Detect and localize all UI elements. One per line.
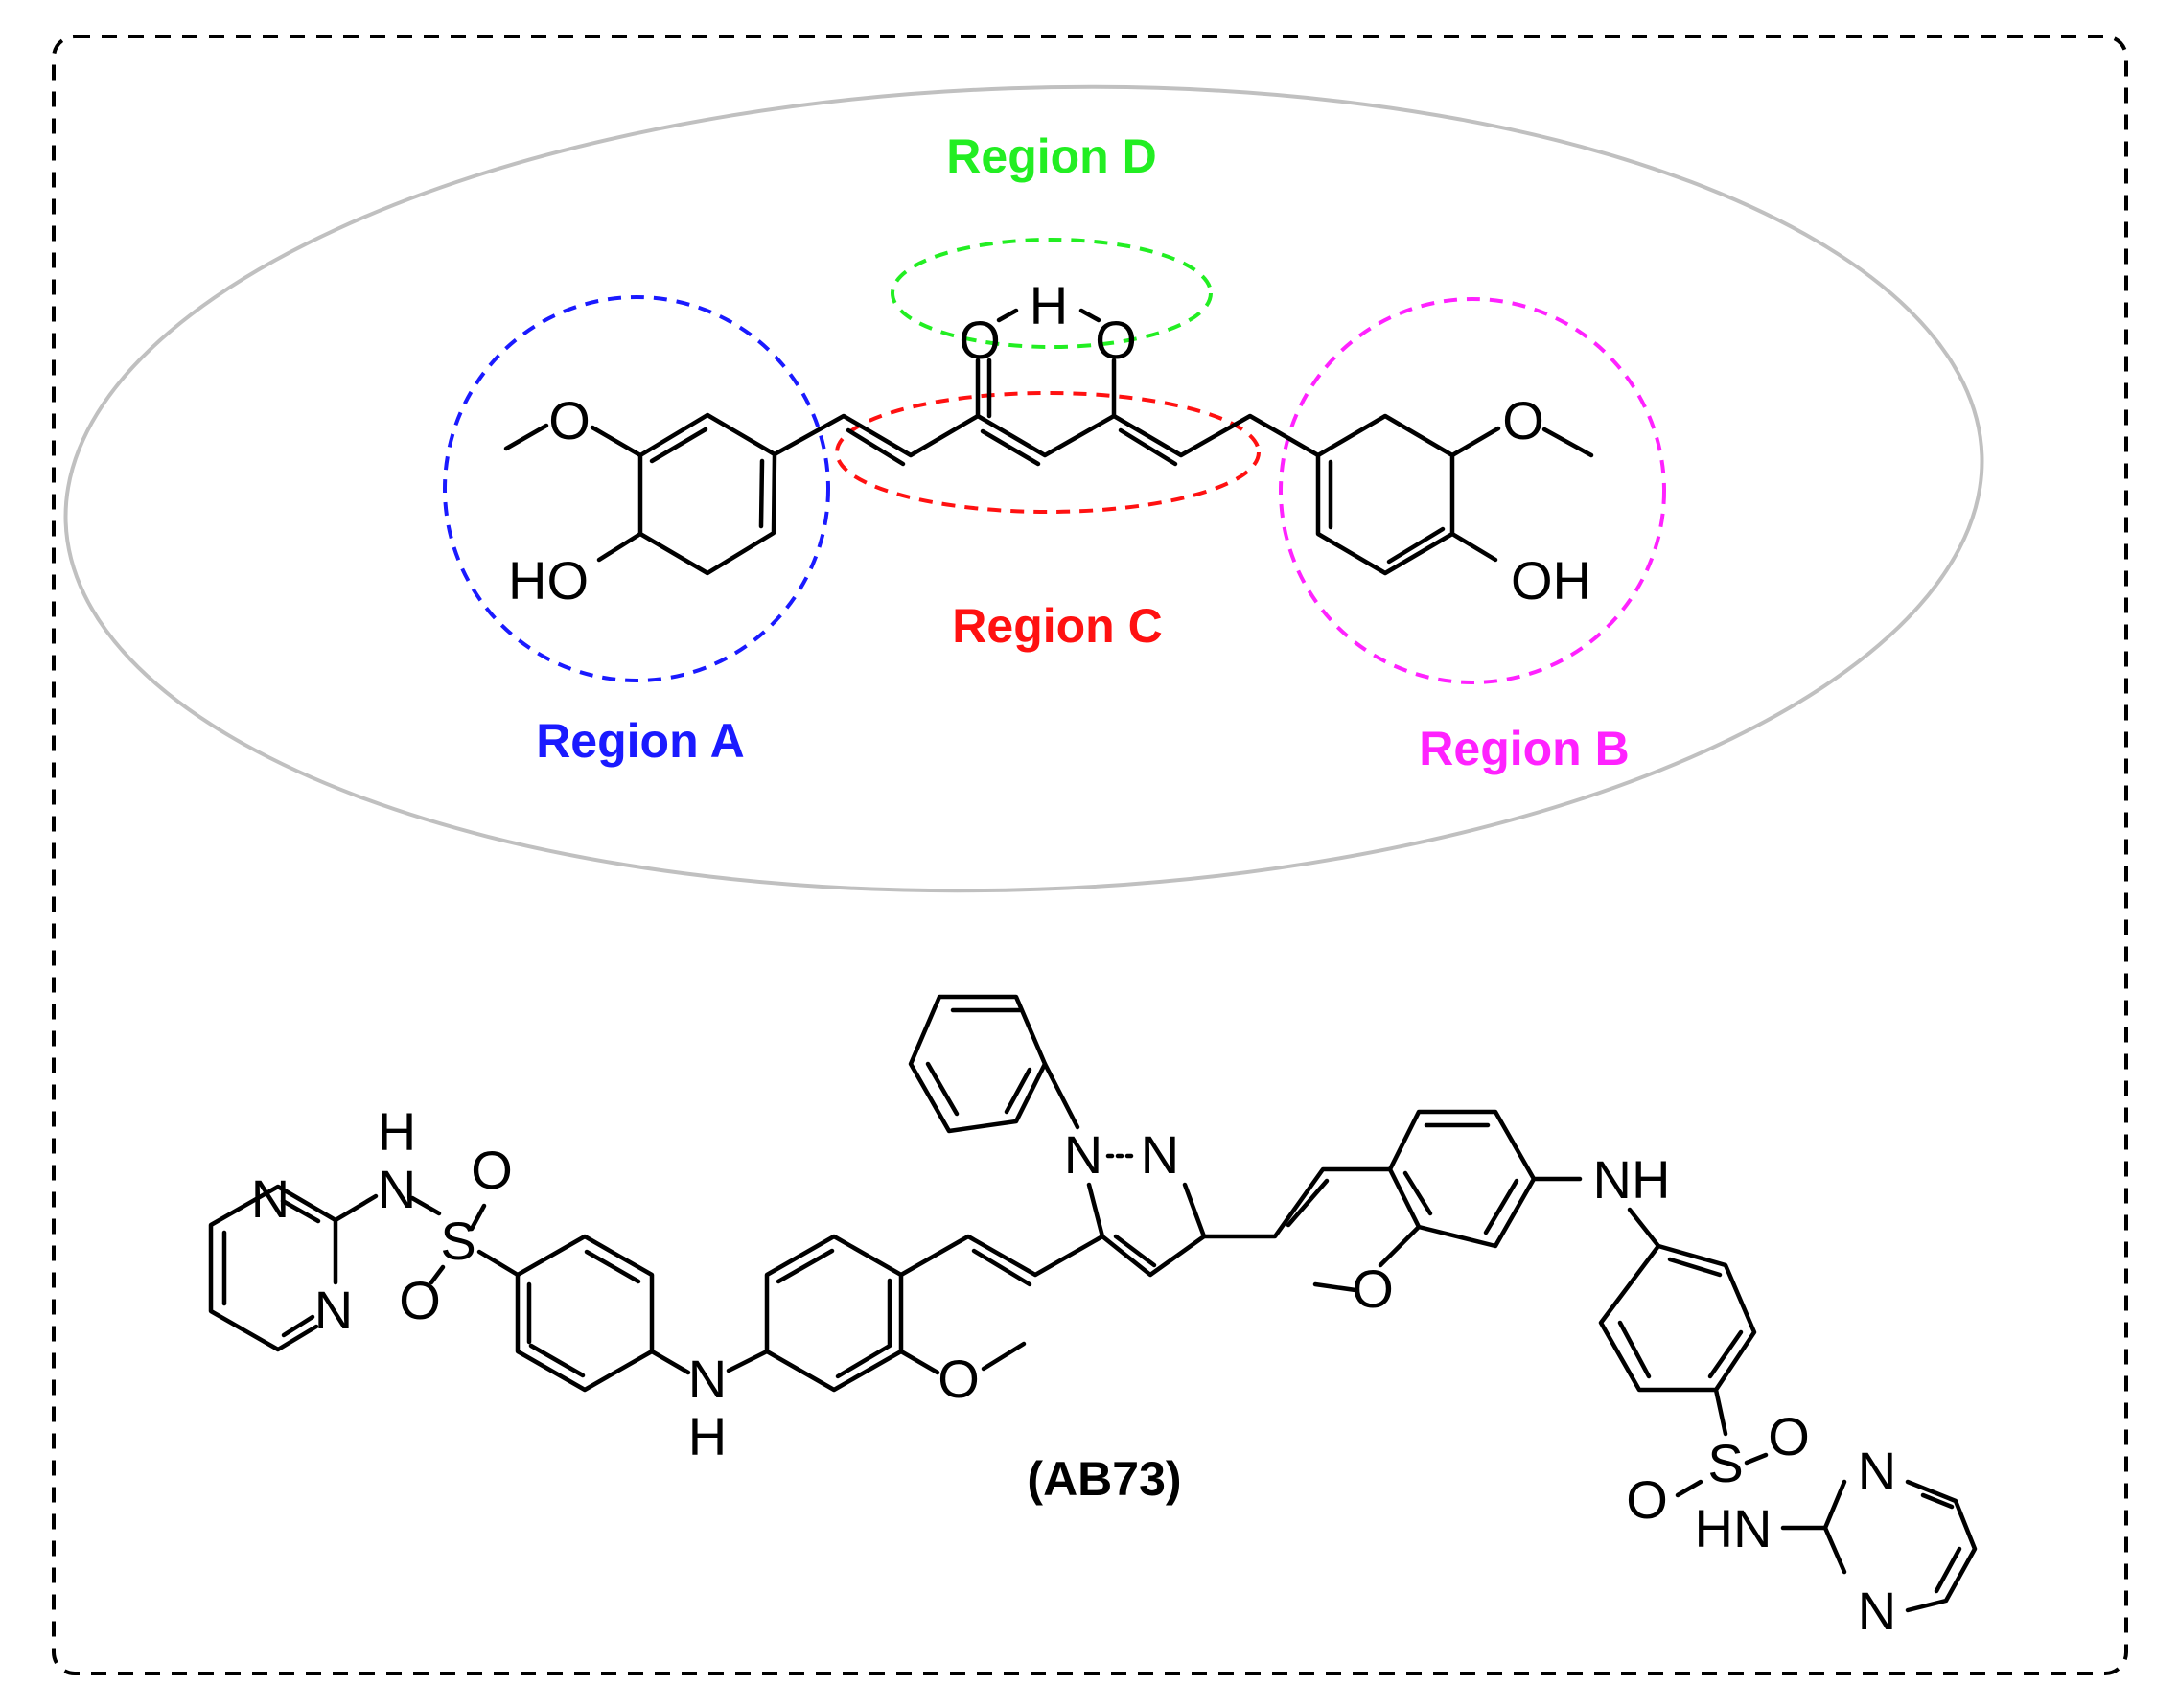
compound-label: (AB73) (1027, 1452, 1181, 1506)
region-c-label: Region C (952, 599, 1162, 653)
region-a-label: Region A (536, 714, 745, 768)
atom-h-left-top: H (378, 1101, 416, 1162)
atom-pyrimidine-n2-left: N (314, 1280, 353, 1340)
atom-oh-right: OH (1511, 550, 1591, 611)
atom-nh-right: NH (1593, 1149, 1671, 1210)
region-b-circle (1279, 297, 1666, 684)
atom-methoxy-o-ab73-left: O (938, 1349, 980, 1409)
atom-sulfonyl-o1-left: O (471, 1140, 513, 1200)
region-d-label: Region D (946, 129, 1156, 183)
atom-carbonyl-o-left: O (959, 310, 1001, 370)
dashed-frame (52, 35, 2128, 1675)
region-b-label: Region B (1419, 722, 1629, 775)
atom-pyrimidine-n1-right: N (1858, 1441, 1896, 1501)
atom-s-left: S (440, 1211, 475, 1271)
atom-pyrimidine-n1-left: N (251, 1168, 290, 1229)
atom-methoxy-o-left: O (548, 390, 591, 450)
region-c-ellipse (835, 391, 1261, 514)
atom-sulfonyl-o2-right: O (1626, 1469, 1668, 1530)
atom-nh-left-mid: N (688, 1349, 727, 1409)
atom-s-right: S (1707, 1433, 1743, 1493)
atom-h-left-mid: H (688, 1406, 727, 1466)
curcumin-structure: O HO O H O O OH (503, 275, 1594, 611)
atom-sulfonyl-o1-right: O (1768, 1406, 1810, 1466)
atom-bridge-h: H (1030, 275, 1068, 335)
atom-carbonyl-o-right: O (1095, 310, 1137, 370)
atom-nh-left-top: N (378, 1159, 416, 1219)
atom-ho-left: HO (508, 550, 589, 611)
atom-methoxy-o-ab73-right: O (1352, 1258, 1394, 1319)
atom-pyrazole-n1: N (1064, 1124, 1102, 1185)
ab73-structure: N N N H S O O N H O N N (208, 994, 1978, 1641)
atom-hn-right: HN (1695, 1498, 1773, 1558)
atom-pyrazole-n2: N (1141, 1124, 1179, 1185)
atom-methoxy-o-right: O (1502, 390, 1544, 450)
molecule-outline-ellipse (63, 84, 1984, 893)
atom-pyrimidine-n2-right: N (1858, 1581, 1896, 1641)
region-d-ellipse (891, 238, 1213, 349)
region-a-circle (443, 295, 830, 682)
